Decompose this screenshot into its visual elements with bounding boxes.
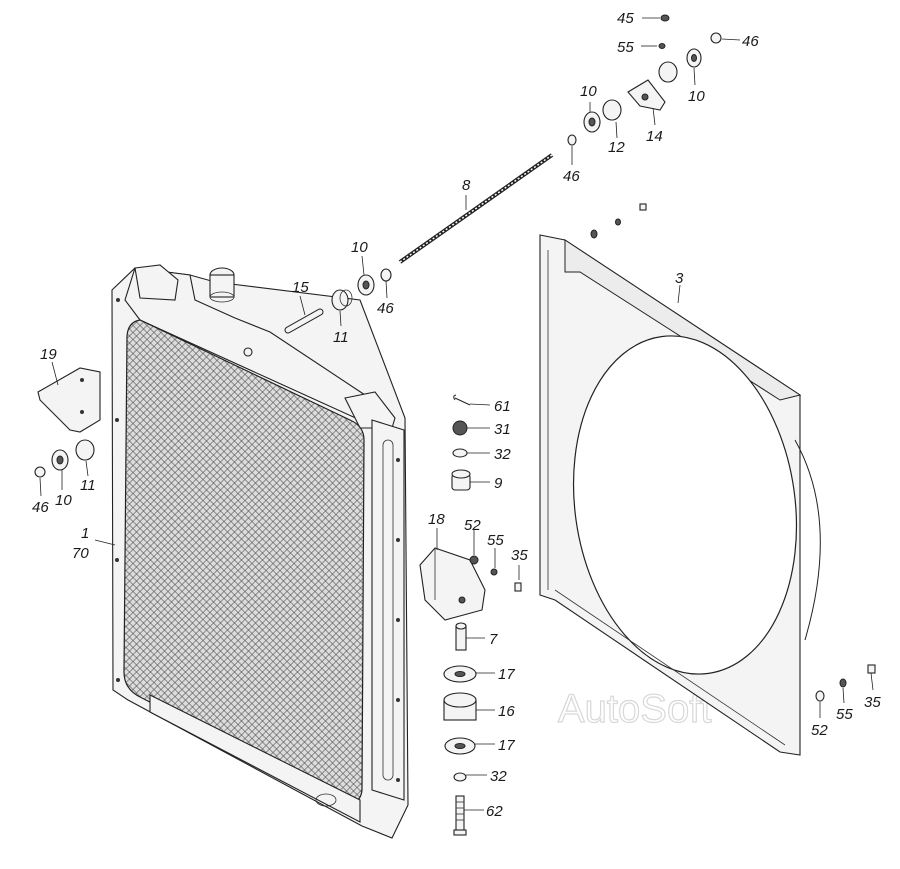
callout-32: 32: [494, 446, 511, 463]
nut-45: [660, 14, 670, 22]
bolt-62: [453, 795, 467, 836]
callout-9: 9: [494, 475, 503, 492]
bushing-12: [602, 99, 622, 121]
callout-15: 15: [292, 279, 309, 296]
callout-7: 7: [489, 631, 498, 648]
callout-8: 8: [462, 177, 471, 194]
radiator-bracket-left: [134, 264, 179, 301]
callout-62: 62: [486, 803, 503, 820]
callout-32: 32: [490, 768, 507, 785]
washer-55-mid: [490, 568, 498, 576]
bolt-35-right: [867, 664, 876, 674]
fan-shroud: [539, 234, 821, 756]
bushing-11-upper: [331, 289, 353, 311]
callout-52: 52: [464, 517, 481, 534]
callout-14: 14: [646, 128, 663, 145]
callout-52: 52: [811, 722, 828, 739]
callout-10: 10: [351, 239, 368, 256]
callout-31: 31: [494, 421, 511, 438]
callout-46: 46: [742, 33, 759, 50]
washer-10-left: [51, 449, 69, 471]
callout-19: 19: [40, 346, 57, 363]
nut-46-upper: [380, 268, 392, 282]
shroud-ring: [794, 439, 821, 641]
bracket-19: [37, 367, 101, 433]
callout-16: 16: [498, 703, 515, 720]
radiator-bottom-tank: [149, 694, 361, 823]
callout-17: 17: [498, 666, 515, 683]
washer-55-top: [658, 43, 666, 49]
callout-1: 1: [81, 525, 89, 542]
callout-70: 70: [72, 545, 89, 562]
cotter-pin-61: [453, 394, 471, 406]
washer-10-upper: [357, 274, 375, 296]
drain-outlet: [315, 793, 337, 807]
nut-52-right: [815, 690, 825, 702]
callout-11: 11: [333, 329, 349, 346]
shroud-fan-opening: [572, 335, 798, 675]
washer-55-right: [839, 678, 847, 688]
washer-32-upper: [452, 448, 468, 458]
bushing-11-left: [75, 439, 95, 461]
callout-35: 35: [864, 694, 881, 711]
filler-neck: [209, 267, 235, 303]
bushing-top: [658, 61, 678, 83]
callout-55: 55: [836, 706, 853, 723]
washer-17-upper: [443, 665, 477, 683]
washer-10-mid: [583, 111, 601, 133]
sleeve-7: [455, 622, 467, 651]
callout-35: 35: [511, 547, 528, 564]
callout-45: 45: [617, 10, 634, 27]
radiator-side-tank: [371, 419, 405, 801]
callout-46: 46: [563, 168, 580, 185]
pin-15: [284, 308, 324, 334]
radiator-side-slot: [382, 439, 394, 781]
callout-46: 46: [377, 300, 394, 317]
callout-18: 18: [428, 511, 445, 528]
callout-10: 10: [580, 83, 597, 100]
callout-labels: 45 55 46 10 10 12 14 46 8 10 46 15 11 3 …: [32, 10, 881, 820]
radiator-bracket-right: [344, 391, 396, 429]
callout-61: 61: [494, 398, 511, 415]
callout-55: 55: [487, 532, 504, 549]
bracket-14: [627, 79, 666, 111]
bolt-35-mid: [514, 582, 522, 592]
callout-10: 10: [688, 88, 705, 105]
nut-52-mid: [469, 555, 479, 565]
frame-bolt-holes: [115, 298, 400, 782]
callout-10: 10: [55, 492, 72, 509]
nut-46-left: [34, 466, 46, 478]
shroud-fasteners-top: [590, 203, 647, 239]
tie-rod: [398, 153, 554, 264]
radiator-assembly: [111, 264, 409, 839]
nut-46-mid: [567, 134, 577, 146]
callout-17: 17: [498, 737, 515, 754]
callout-11: 11: [80, 477, 96, 494]
bushing-9: [451, 469, 471, 491]
callout-12: 12: [608, 139, 625, 156]
washer-10-top: [686, 48, 702, 68]
washer-32-lower: [453, 772, 467, 782]
nut-31: [452, 420, 468, 436]
callout-55: 55: [617, 39, 634, 56]
callout-46: 46: [32, 499, 49, 516]
nut-46-top: [710, 32, 722, 44]
cushion-16: [443, 692, 477, 721]
washer-17-lower: [444, 737, 476, 755]
leader-lines: [39, 17, 874, 811]
watermark: AutoSoft: [558, 687, 711, 731]
bracket-18: [419, 547, 486, 621]
callout-3: 3: [675, 270, 684, 287]
